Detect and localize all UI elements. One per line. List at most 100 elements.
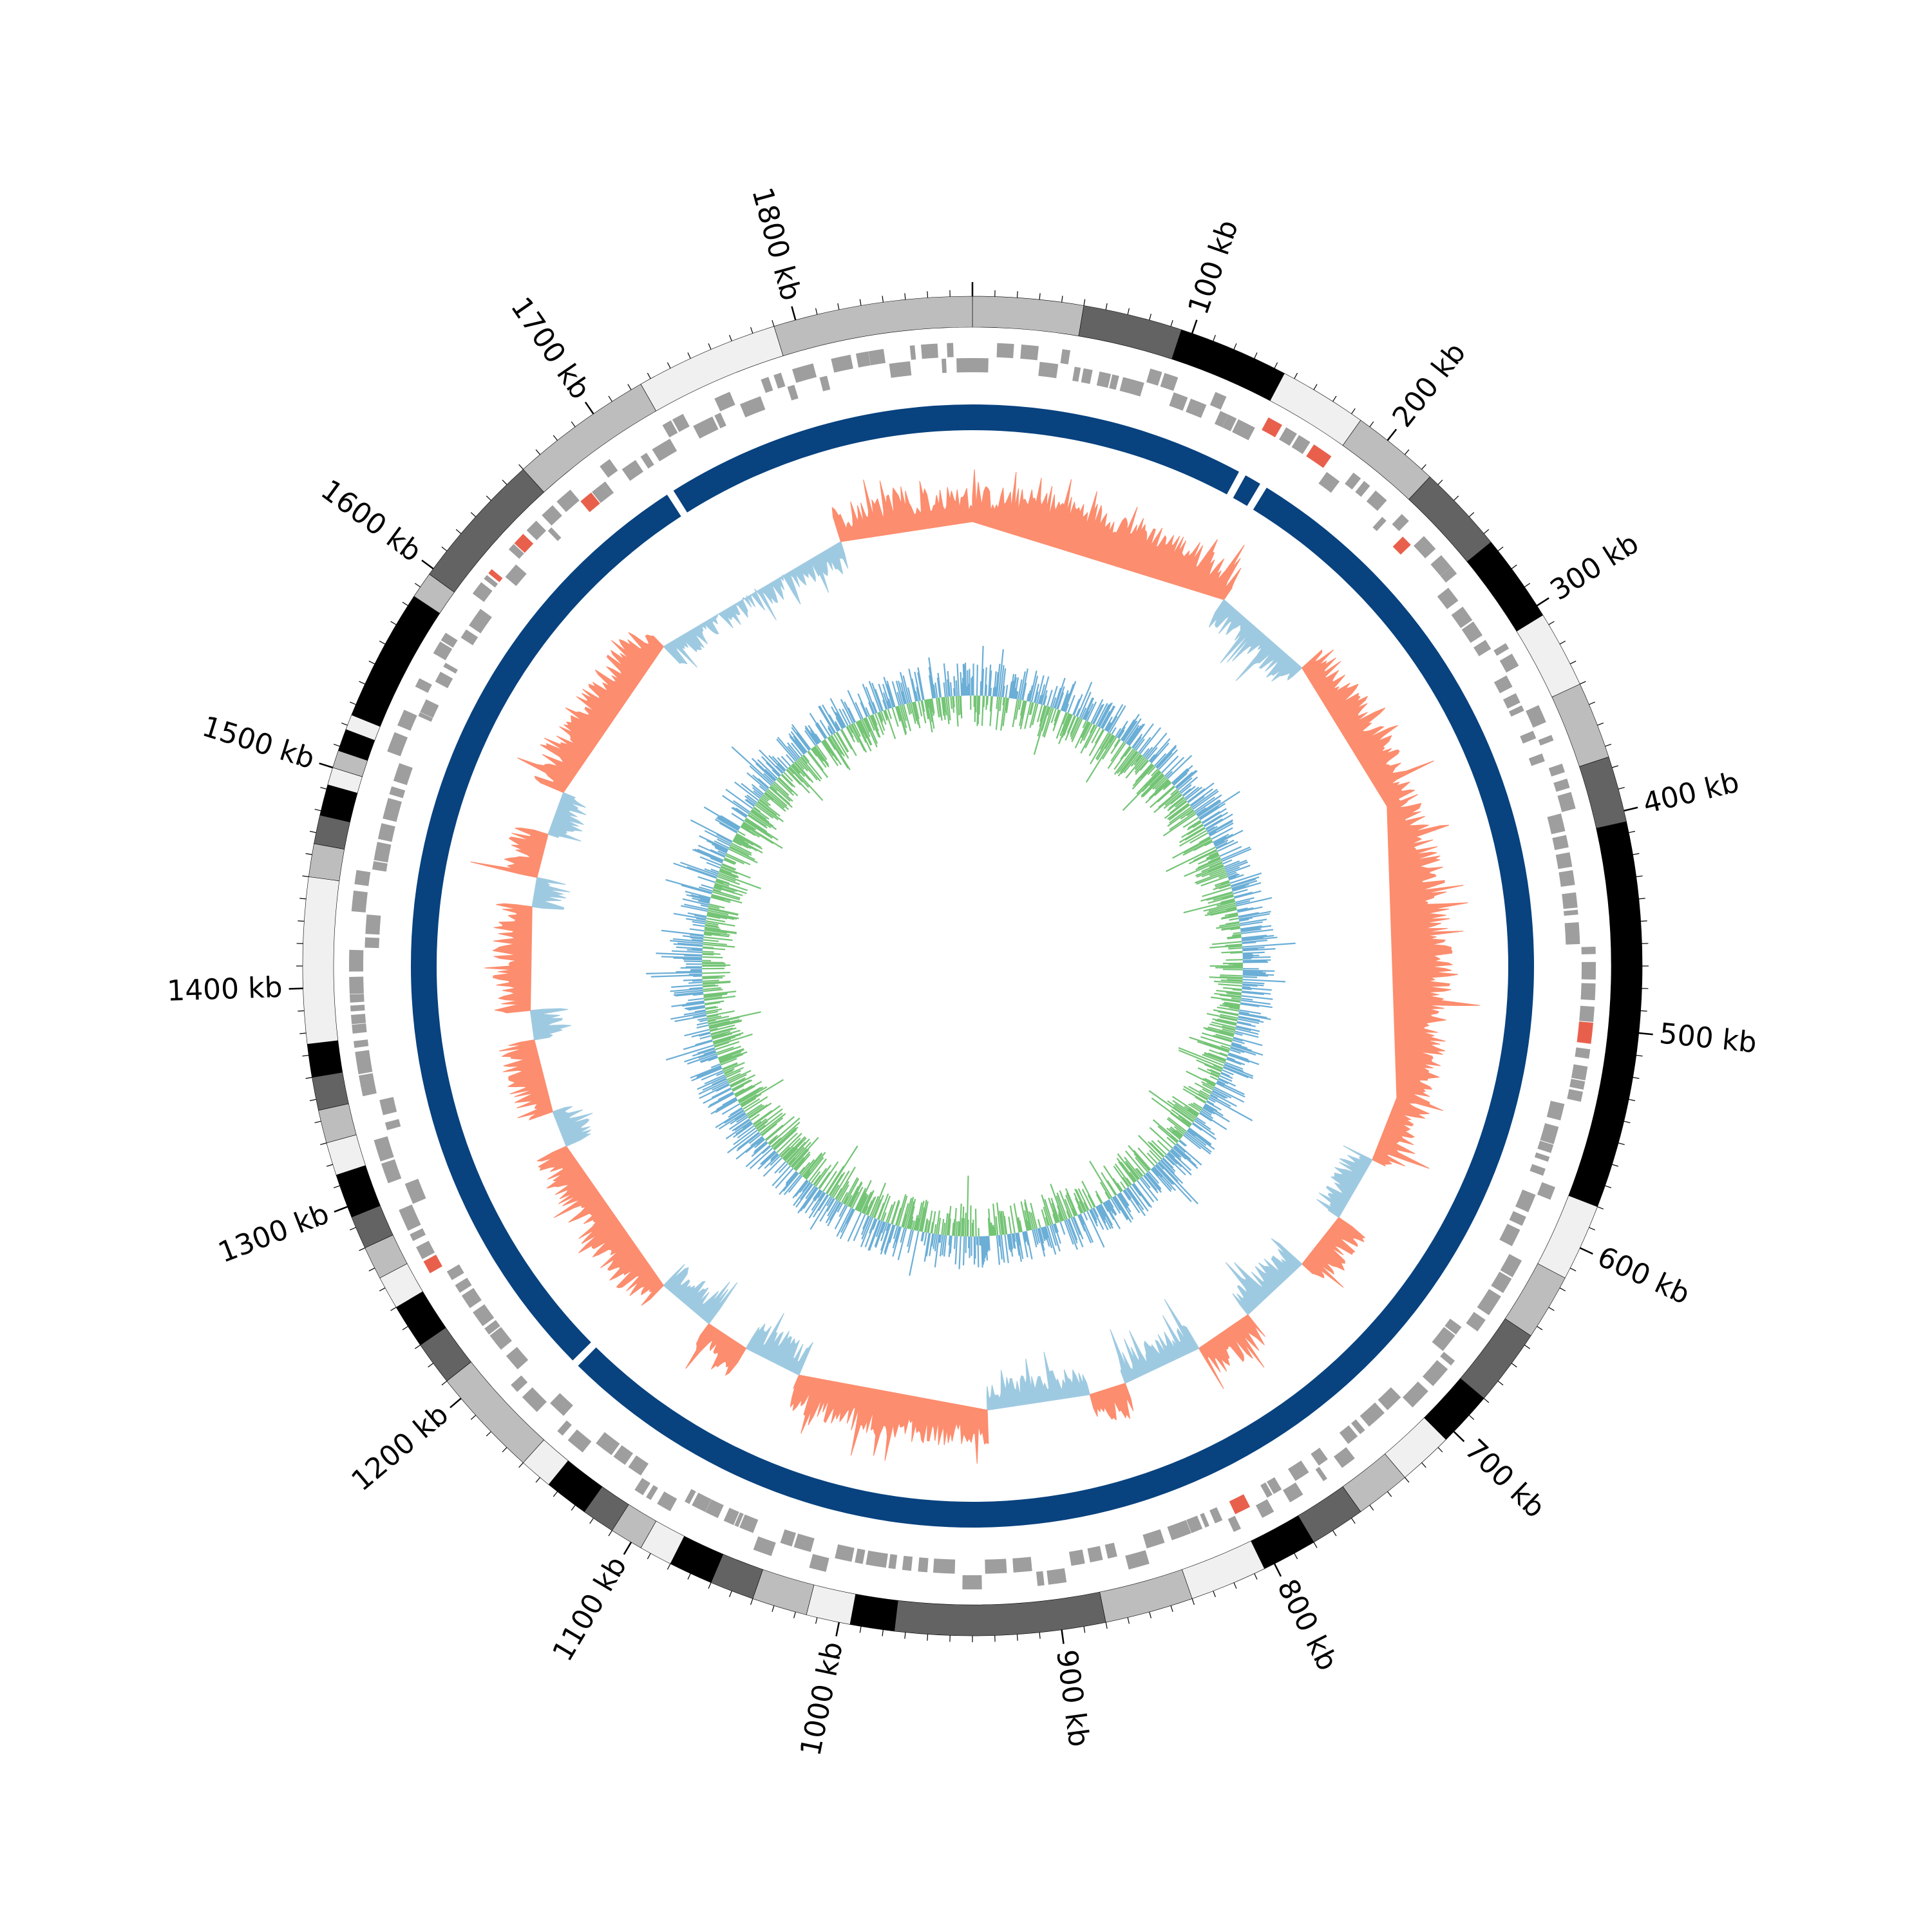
gc-content-negative bbox=[688, 1007, 706, 1011]
gc-content-negative bbox=[933, 684, 936, 699]
gc-content-negative bbox=[878, 683, 888, 710]
gc-content-positive bbox=[712, 1032, 744, 1043]
gc-content-positive bbox=[719, 1051, 748, 1063]
gc-content-negative bbox=[715, 1084, 730, 1092]
gc-content-positive bbox=[1166, 1118, 1186, 1134]
band-segment bbox=[773, 296, 973, 356]
gene-feature bbox=[902, 1555, 913, 1571]
minor-tick bbox=[1083, 299, 1086, 306]
gene-feature bbox=[652, 439, 677, 462]
gene-feature bbox=[1500, 1254, 1522, 1278]
gc-content-positive bbox=[795, 1153, 811, 1171]
gc-content-positive bbox=[1227, 945, 1242, 948]
gc-content-positive bbox=[1225, 943, 1242, 947]
minor-tick bbox=[1638, 898, 1645, 900]
gc-content-negative bbox=[692, 1048, 715, 1057]
kb-label: 300 kb bbox=[1545, 527, 1645, 607]
gc-content-negative bbox=[1194, 1120, 1215, 1135]
gc-content-positive bbox=[726, 1073, 741, 1081]
gc-content-positive bbox=[1125, 756, 1144, 779]
gc-content-negative bbox=[1079, 1214, 1085, 1225]
gene-feature bbox=[1378, 1387, 1401, 1410]
gc-content-positive bbox=[761, 1123, 777, 1137]
gc-content-negative bbox=[1110, 1198, 1121, 1214]
gc-content-positive bbox=[1193, 1102, 1203, 1110]
gc-content-positive bbox=[1184, 828, 1206, 841]
gc-content-negative bbox=[1098, 702, 1113, 728]
minor-tick bbox=[1624, 1121, 1631, 1123]
gc-content-positive bbox=[1096, 734, 1113, 761]
gc-content-negative bbox=[703, 806, 741, 829]
gc-content-negative bbox=[694, 1009, 706, 1013]
gc-content-negative bbox=[1242, 956, 1253, 958]
gc-content-negative bbox=[914, 690, 919, 701]
gc-content-positive bbox=[1195, 858, 1222, 871]
gc-content-positive bbox=[1023, 1202, 1032, 1231]
gc-content-positive bbox=[717, 874, 736, 882]
gene-feature bbox=[1255, 1499, 1274, 1518]
gene-feature bbox=[410, 1228, 426, 1242]
gc-content-negative bbox=[748, 1133, 761, 1144]
gc-content-positive bbox=[1218, 983, 1242, 987]
gc-content-negative bbox=[1126, 1188, 1140, 1206]
minor-tick bbox=[1233, 343, 1237, 350]
gc-content-negative bbox=[1194, 797, 1215, 812]
kb-label: 500 kb bbox=[1658, 1017, 1758, 1059]
gc-content-negative bbox=[842, 708, 851, 725]
minor-tick bbox=[772, 319, 775, 327]
gc-content-positive bbox=[1019, 700, 1025, 726]
gc-content-negative bbox=[772, 769, 780, 777]
gc-content-negative bbox=[947, 679, 950, 697]
gc-content-positive bbox=[708, 1011, 761, 1025]
gc-content-negative bbox=[650, 974, 703, 978]
gc-content-negative bbox=[736, 1114, 748, 1123]
gc-content-positive bbox=[728, 1074, 747, 1084]
gc-content-positive bbox=[909, 1220, 914, 1230]
gc-content-positive bbox=[714, 883, 737, 892]
gc-content-positive bbox=[1088, 729, 1105, 757]
gc-content-negative bbox=[1227, 1053, 1260, 1065]
gene-feature bbox=[1266, 1477, 1282, 1494]
gc-content-positive bbox=[878, 1193, 889, 1220]
gc-content-positive bbox=[717, 1048, 744, 1059]
gc-content-negative bbox=[828, 714, 839, 732]
gene-feature bbox=[1081, 368, 1093, 384]
gc-content-negative bbox=[1097, 703, 1112, 727]
gc-content-positive bbox=[1196, 866, 1224, 878]
gc-content-positive bbox=[1132, 763, 1153, 787]
gc-content-positive bbox=[1200, 891, 1233, 902]
gc-content-negative bbox=[1237, 1018, 1260, 1025]
gc-content-negative bbox=[1012, 1233, 1016, 1249]
gc-content-negative bbox=[1226, 864, 1251, 875]
gc-content-negative bbox=[721, 1103, 741, 1115]
gc-content-negative bbox=[883, 676, 894, 708]
gc-content-negative bbox=[886, 680, 896, 707]
gc-content-positive bbox=[719, 869, 739, 878]
gc-content-negative bbox=[1165, 1155, 1186, 1176]
gc-content-positive bbox=[1008, 1217, 1012, 1234]
gc-content-positive bbox=[823, 739, 838, 761]
gc-content-negative bbox=[1173, 1145, 1197, 1166]
gc-content-negative bbox=[1242, 984, 1258, 987]
gc-content-negative bbox=[1213, 829, 1244, 846]
gene-feature bbox=[1262, 417, 1282, 438]
gc-content-negative bbox=[1186, 1130, 1207, 1146]
gc-content-positive bbox=[921, 1201, 929, 1232]
gc-content-positive bbox=[712, 1032, 733, 1040]
gc-content-negative bbox=[791, 724, 811, 750]
gc-content-positive bbox=[1219, 1004, 1240, 1009]
gc-content-negative bbox=[1127, 725, 1142, 745]
gc-content-negative bbox=[1156, 746, 1177, 769]
minor-tick bbox=[390, 1307, 397, 1311]
gc-content-positive bbox=[989, 696, 992, 712]
gc-content-negative bbox=[954, 1236, 958, 1265]
gc-content-positive bbox=[1139, 760, 1150, 771]
gc-content-positive bbox=[1213, 1065, 1223, 1070]
gene-feature bbox=[705, 1499, 724, 1519]
gc-content-positive bbox=[1227, 936, 1242, 940]
gene-feature bbox=[1534, 1152, 1550, 1162]
gene-feature bbox=[1372, 516, 1387, 531]
gc-content-negative bbox=[1099, 1204, 1113, 1229]
gene-feature bbox=[1333, 1447, 1355, 1468]
gc-content-positive bbox=[872, 714, 878, 726]
